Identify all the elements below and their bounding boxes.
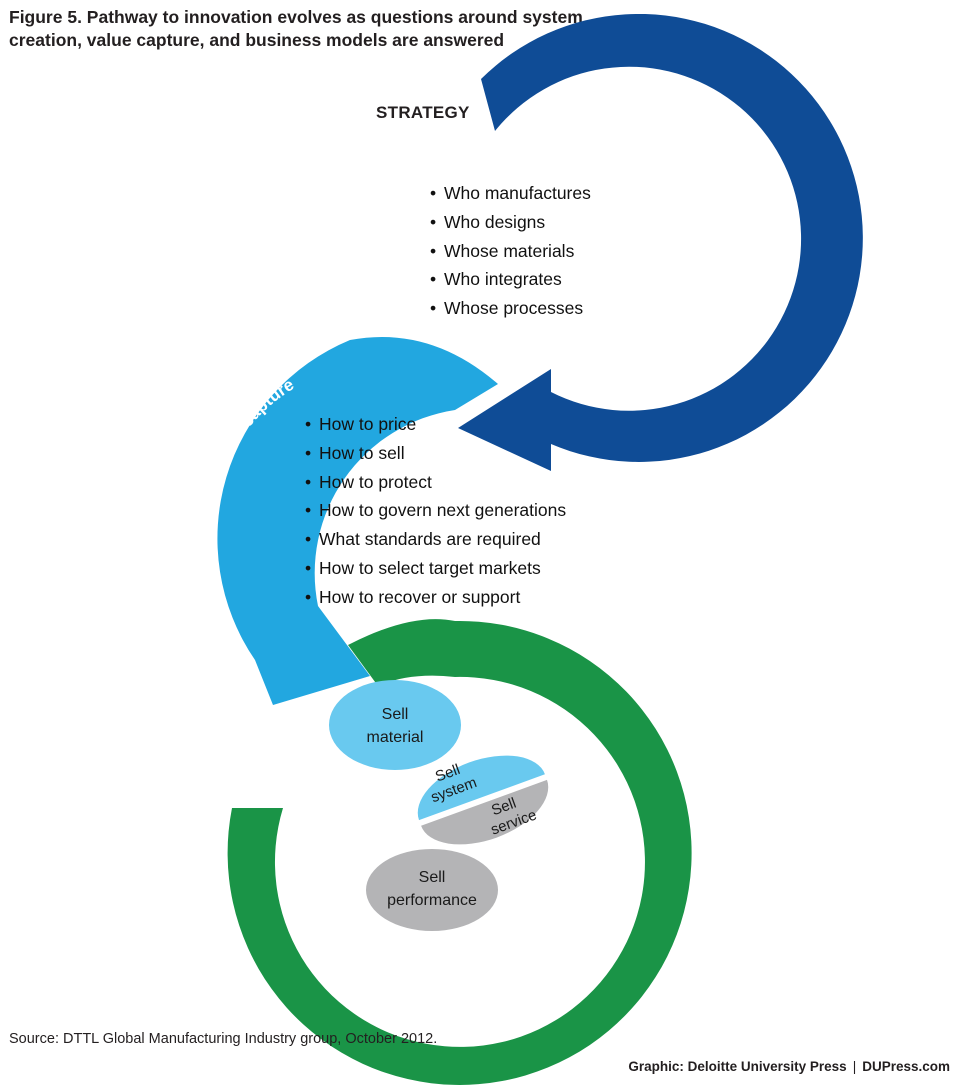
sell-performance-line-1: Sell: [419, 869, 446, 886]
list-item: How to select target markets: [305, 554, 566, 583]
value-capture-arrow: [217, 336, 498, 705]
figure-title-line-1: Figure 5. Pathway to innovation evolves …: [9, 7, 583, 27]
sell-service-half: [421, 779, 549, 845]
sell-system-half: [417, 755, 545, 821]
credit-publisher: Graphic: Deloitte University Press: [628, 1059, 847, 1074]
list-item: How to govern next generations: [305, 496, 566, 525]
system-creation-list: Who manufactures Who designs Whose mater…: [430, 179, 591, 323]
strategy-label: STRATEGY: [376, 103, 470, 122]
sell-material-node: Sell material: [329, 680, 461, 770]
system-creation-arrow: [458, 13, 863, 471]
list-item: How to sell: [305, 439, 566, 468]
list-item: How to protect: [305, 468, 566, 497]
credit-separator: |: [852, 1059, 857, 1074]
value-capture-list: How to price How to sell How to protect …: [305, 410, 566, 612]
sell-performance-line-2: performance: [387, 892, 477, 909]
system-creation-label: System creation: [603, 102, 713, 203]
graphic-credit: Graphic: Deloitte University Press | DUPre…: [628, 1059, 950, 1074]
list-item: Who designs: [430, 208, 591, 237]
list-item: How to recover or support: [305, 583, 566, 612]
credit-website: DUPress.com: [862, 1059, 950, 1074]
list-item: Who manufactures: [430, 179, 591, 208]
sell-material-line-1: Sell: [382, 706, 409, 723]
source-note: Source: DTTL Global Manufacturing Indust…: [9, 1031, 438, 1047]
figure-title: Figure 5. Pathway to innovation evolves …: [9, 6, 649, 52]
figure-title-line-2: creation, value capture, and business mo…: [9, 30, 505, 50]
sell-material-line-2: material: [367, 729, 424, 746]
list-item: Who integrates: [430, 265, 591, 294]
sell-system-service-node: [417, 755, 549, 845]
business-model-label: Business model innovation: [534, 715, 588, 933]
list-item: How to price: [305, 410, 566, 439]
list-item: What standards are required: [305, 525, 566, 554]
list-item: Whose processes: [430, 294, 591, 323]
list-item: Whose materials: [430, 237, 591, 266]
sell-performance-node: Sell performance: [366, 849, 498, 931]
